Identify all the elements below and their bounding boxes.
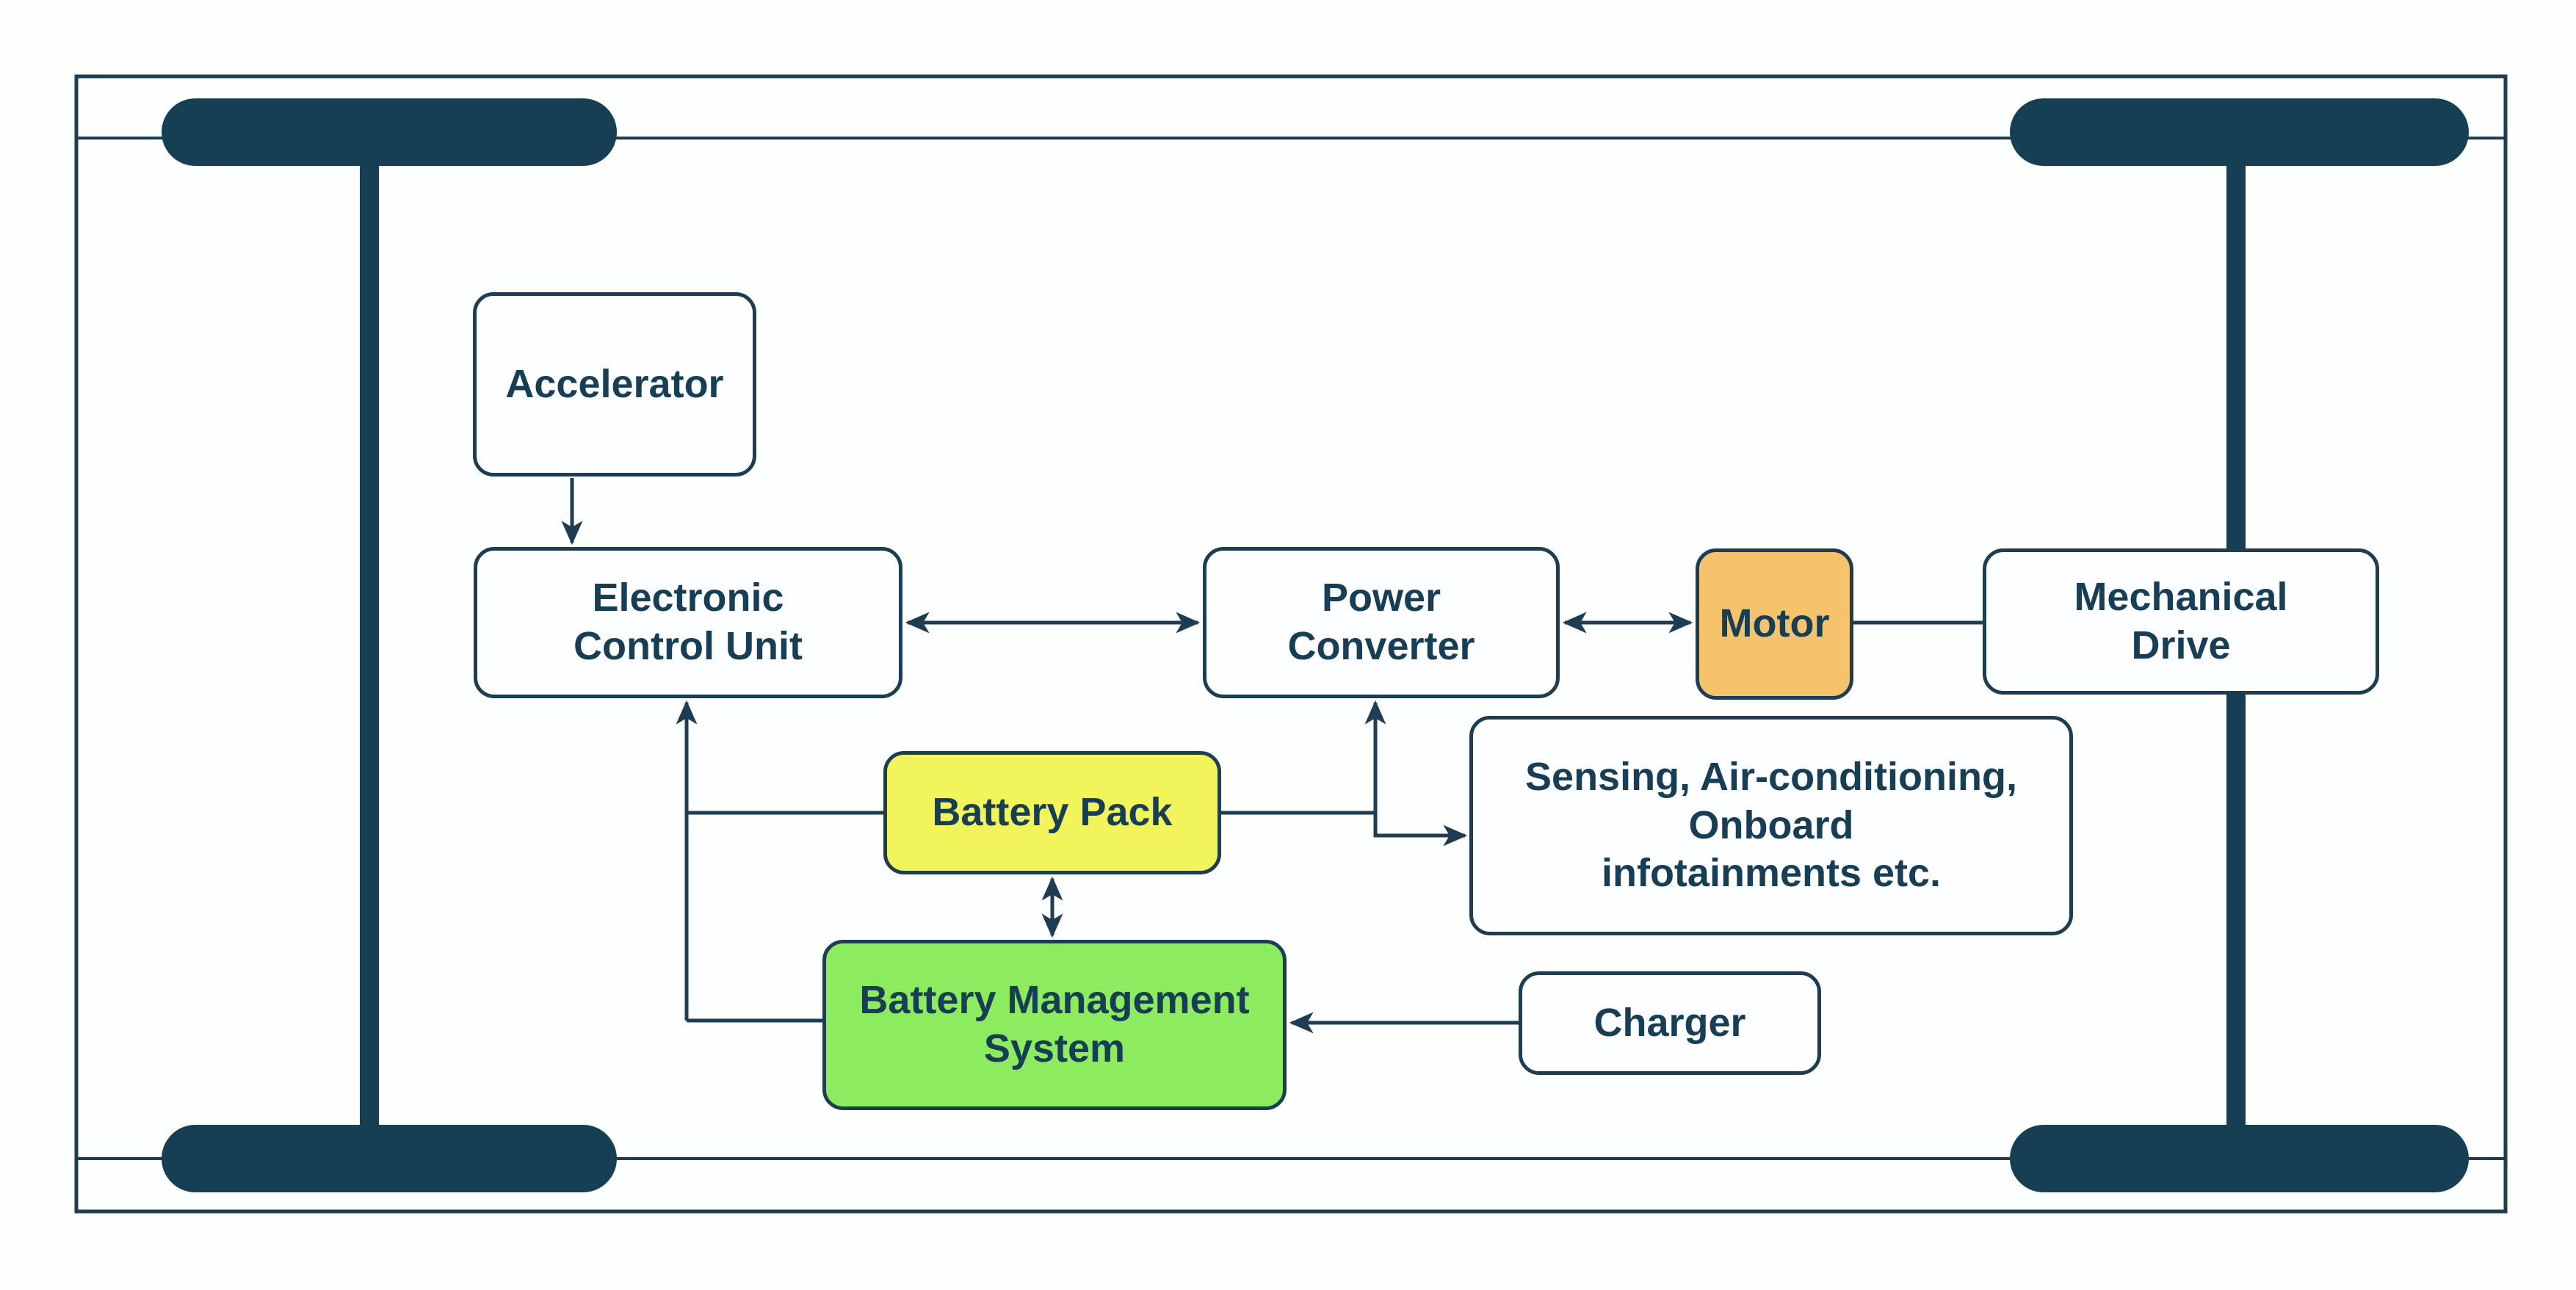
node-label: Motor: [1720, 600, 1830, 648]
node-label-line: Converter: [1287, 624, 1475, 668]
wheel-bottom-left: [162, 1125, 617, 1192]
node-label: Accelerator: [505, 360, 723, 409]
node-label-line: Electronic: [592, 576, 784, 620]
node-label-line: Mechanical: [2074, 574, 2288, 619]
node-sensing-aircon-infotainment: Sensing, Air-conditioning, Onboard infot…: [1469, 716, 2073, 935]
node-label-line: Charger: [1593, 1000, 1746, 1045]
node-label-line: Onboard: [1688, 802, 1854, 847]
node-label: Battery Pack: [932, 789, 1172, 837]
node-charger: Charger: [1519, 971, 1821, 1075]
node-label: Mechanical Drive: [2074, 573, 2287, 670]
node-label: Electronic Control Unit: [574, 574, 803, 671]
node-label-line: Drive: [2131, 623, 2231, 667]
node-label-line: Battery Pack: [932, 790, 1173, 835]
wheel-bottom-right: [2010, 1125, 2469, 1192]
wheel-top-right: [2010, 98, 2469, 166]
node-label: Battery Management System: [859, 976, 1249, 1073]
node-motor: Motor: [1696, 548, 1853, 700]
node-battery-management-system: Battery Management System: [822, 940, 1287, 1110]
node-label: Charger: [1593, 999, 1745, 1048]
node-label-line: Battery Management: [859, 978, 1250, 1023]
chassis-frame: [74, 74, 2508, 1214]
node-power-converter: Power Converter: [1203, 547, 1560, 698]
node-mechanical-drive: Mechanical Drive: [1983, 548, 2379, 695]
node-label-line: Power: [1321, 576, 1441, 620]
node-label-line: Accelerator: [505, 361, 724, 406]
node-electronic-control-unit: Electronic Control Unit: [474, 547, 902, 698]
node-label-line: Control Unit: [574, 624, 803, 668]
left-axle-shaft: [360, 166, 379, 1125]
node-accelerator: Accelerator: [473, 292, 756, 476]
wheel-top-left: [162, 98, 617, 166]
node-label-line: Motor: [1719, 601, 1830, 646]
node-battery-pack: Battery Pack: [883, 751, 1221, 874]
node-label-line: Sensing, Air-conditioning,: [1525, 754, 2017, 799]
node-label-line: infotainments etc.: [1601, 851, 1942, 896]
node-label: Sensing, Air-conditioning, Onboard infot…: [1525, 753, 2017, 899]
edge-battery-to-sensing: [1373, 813, 1468, 847]
node-label: Power Converter: [1287, 574, 1475, 671]
node-label-line: System: [983, 1026, 1126, 1070]
